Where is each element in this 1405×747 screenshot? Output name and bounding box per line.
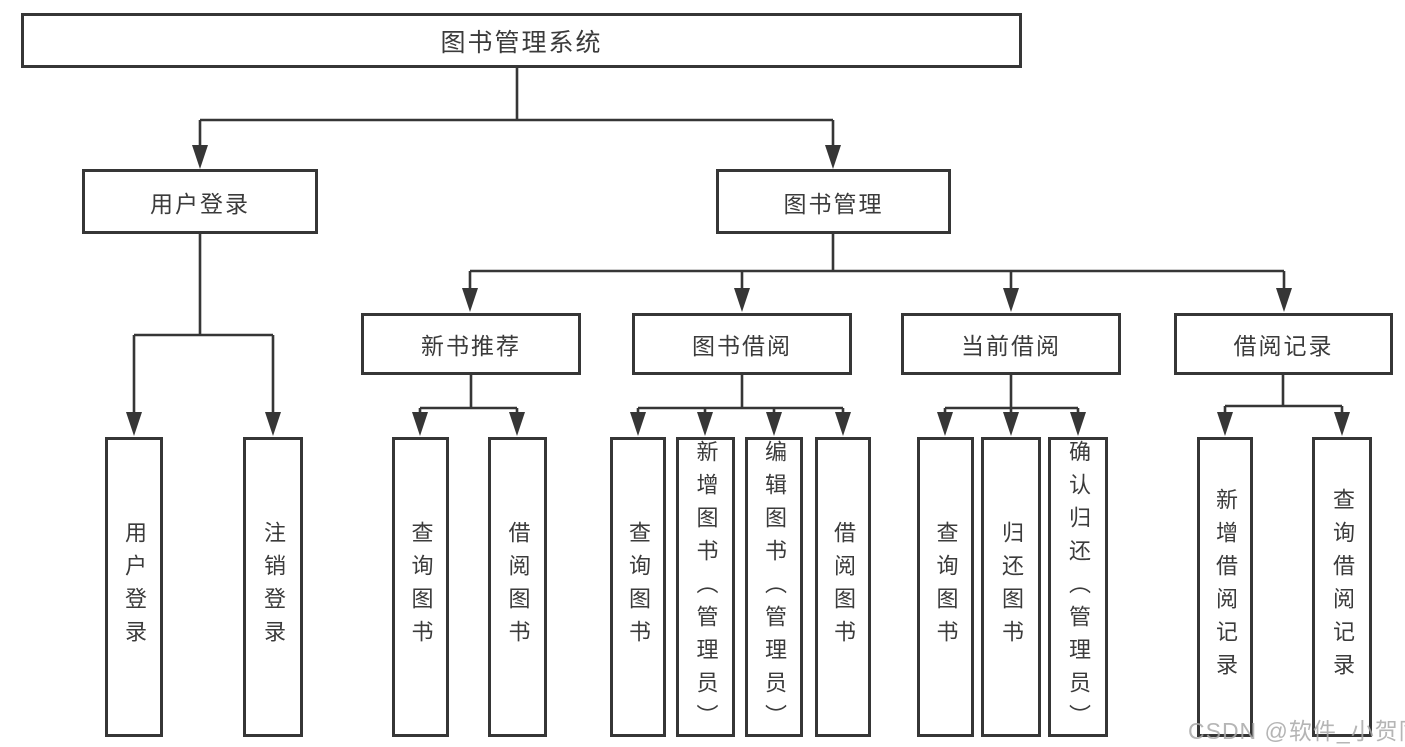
connector-user-login-to-leaves — [132, 234, 275, 414]
connector-borrow-records-to-leaves — [1223, 375, 1344, 414]
node-book-management: 图书管理 — [716, 169, 951, 234]
node-leaf-query-books-2: 查询图书 — [610, 437, 666, 737]
node-leaf-query-books-1: 查询图书 — [392, 437, 449, 737]
node-leaf-user-login: 用户登录 — [105, 437, 163, 737]
node-leaf-logout: 注销登录 — [243, 437, 303, 737]
node-root: 图书管理系统 — [21, 13, 1022, 68]
node-leaf-return-books: 归还图书 — [981, 437, 1041, 737]
node-leaf-query-borrow-record: 查询借阅记录 — [1312, 437, 1372, 737]
node-leaf-borrow-books-1: 借阅图书 — [488, 437, 547, 737]
node-leaf-add-borrow-record: 新增借阅记录 — [1197, 437, 1253, 737]
node-leaf-confirm-return-admin: 确认归还（管理员） — [1048, 437, 1108, 737]
node-leaf-query-books-3: 查询图书 — [917, 437, 974, 737]
node-leaf-edit-books-admin: 编辑图书（管理员） — [745, 437, 803, 737]
connector-new-book-rec-to-leaves — [418, 375, 519, 414]
node-current-borrow: 当前借阅 — [901, 313, 1121, 375]
node-book-borrow: 图书借阅 — [632, 313, 852, 375]
connector-current-borrow-to-leaves — [943, 375, 1080, 414]
csdn-watermark: CSDN @软件_小贺同学 — [1188, 718, 1405, 744]
connector-book-mgmt-to-level3 — [468, 234, 1286, 290]
connector-book-borrow-to-leaves — [636, 375, 845, 414]
connector-root-to-level2 — [198, 68, 835, 146]
node-leaf-add-books-admin: 新增图书（管理员） — [676, 437, 735, 737]
node-user-login: 用户登录 — [82, 169, 318, 234]
node-new-book-recommend: 新书推荐 — [361, 313, 581, 375]
node-borrow-records: 借阅记录 — [1174, 313, 1393, 375]
node-leaf-borrow-books-2: 借阅图书 — [815, 437, 871, 737]
